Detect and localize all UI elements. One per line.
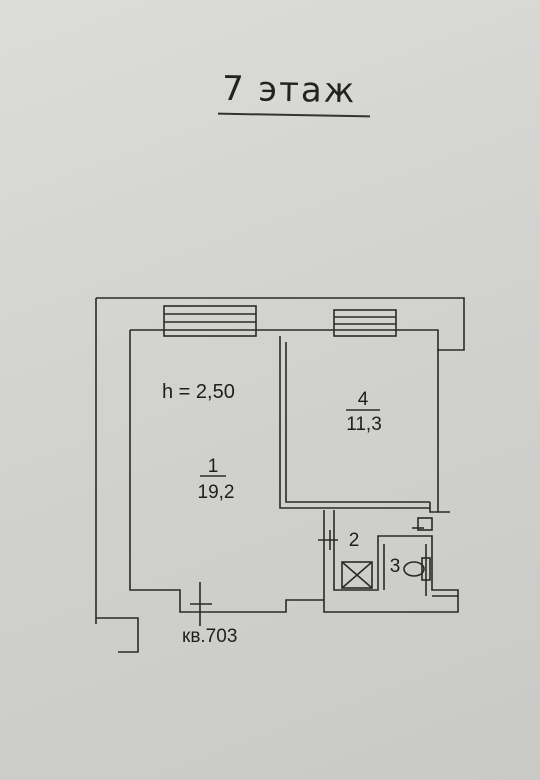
room-4-area: 11,3 xyxy=(346,414,382,435)
room-1-area: 19,2 xyxy=(198,482,235,503)
outer-wall xyxy=(95,297,465,653)
room-3-number: 3 xyxy=(390,556,401,577)
room-2-number: 2 xyxy=(349,530,360,551)
plan-walls xyxy=(95,297,465,653)
room-4-number: 4 xyxy=(358,389,369,410)
toilet-bowl xyxy=(403,561,425,577)
toilet-tank xyxy=(421,557,431,581)
room-4-walls xyxy=(279,336,450,513)
sink xyxy=(417,517,433,531)
window-right xyxy=(333,309,397,337)
shower-tray xyxy=(341,561,373,589)
window-left xyxy=(163,305,257,337)
bathroom-walls xyxy=(323,510,459,600)
apartment-label: кв.703 xyxy=(182,626,237,647)
top-inner-wall xyxy=(130,329,439,342)
ceiling-height-label: h = 2,50 xyxy=(162,381,235,403)
room-1-number: 1 xyxy=(208,456,219,477)
